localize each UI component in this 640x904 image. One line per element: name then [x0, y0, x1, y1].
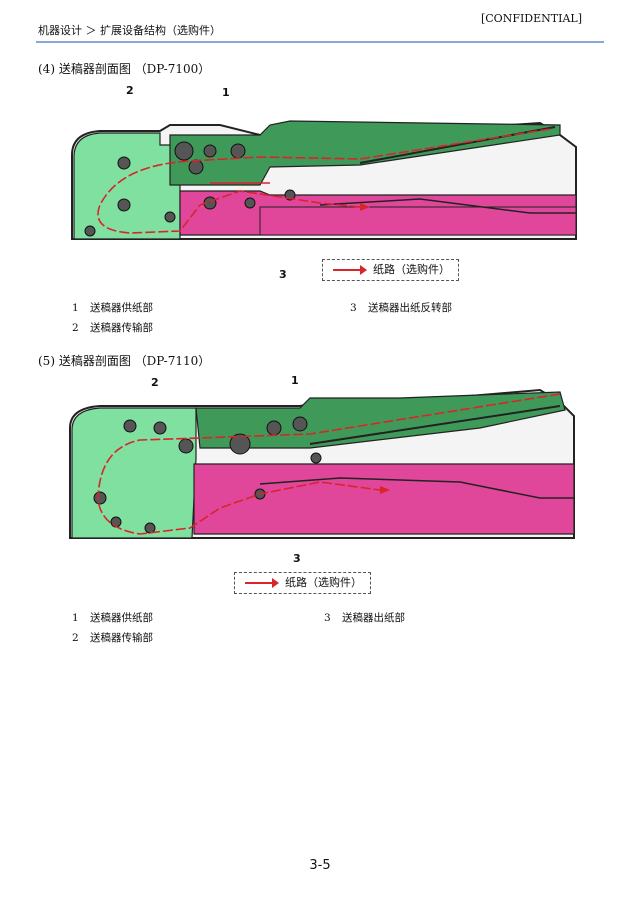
cross-section-diagram-dp7100 [60, 95, 580, 255]
page-number: 3-5 [309, 858, 331, 873]
section-title-dp7110: (5) 送稿器剖面图 （DP-7110） [38, 354, 211, 368]
item-number: 3 [350, 302, 357, 314]
item-label: 送稿器供纸部 [90, 302, 153, 314]
item-label: 送稿器出纸反转部 [368, 302, 452, 314]
callout-3-dp7100: 3 [279, 268, 287, 281]
paper-path-arrow-icon [333, 265, 367, 275]
paper-path-legend-dp7100: 纸路（选购件） [322, 259, 459, 281]
legend-item-2-dp7110: 2 送稿器传输部 [72, 630, 153, 645]
legend-item-3-dp7110: 3 送稿器出纸部 [324, 610, 405, 625]
callout-2-dp7100: 2 [126, 84, 134, 97]
callout-2-dp7110: 2 [151, 376, 159, 389]
legend-item-3-dp7100: 3 送稿器出纸反转部 [350, 300, 452, 315]
item-number: 3 [324, 612, 331, 624]
callout-1-dp7110: 1 [291, 374, 299, 387]
confidential-label: [CONFIDENTIAL] [480, 12, 582, 25]
item-label: 送稿器传输部 [90, 322, 153, 334]
paper-path-legend-dp7110: 纸路（选购件） [234, 572, 371, 594]
breadcrumb: 机器设计 ＞ 扩展设备结构（选购件） [38, 24, 221, 37]
header-divider [36, 41, 604, 43]
item-label: 送稿器供纸部 [90, 612, 153, 624]
callout-3-dp7110: 3 [293, 552, 301, 565]
legend-item-1-dp7100: 1 送稿器供纸部 [72, 300, 153, 315]
item-label: 送稿器出纸部 [342, 612, 405, 624]
legend-label: 纸路（选购件） [373, 263, 450, 276]
callout-1-dp7100: 1 [222, 86, 230, 99]
item-number: 1 [72, 612, 79, 624]
legend-item-2-dp7100: 2 送稿器传输部 [72, 320, 153, 335]
item-label: 送稿器传输部 [90, 632, 153, 644]
legend-item-1-dp7110: 1 送稿器供纸部 [72, 610, 153, 625]
paper-path-arrow-icon [245, 578, 279, 588]
item-number: 1 [72, 302, 79, 314]
section-title-dp7100: (4) 送稿器剖面图 （DP-7100） [38, 62, 211, 76]
legend-label: 纸路（选购件） [285, 576, 362, 589]
cross-section-diagram-dp7110 [60, 388, 580, 550]
item-number: 2 [72, 632, 79, 644]
item-number: 2 [72, 322, 79, 334]
